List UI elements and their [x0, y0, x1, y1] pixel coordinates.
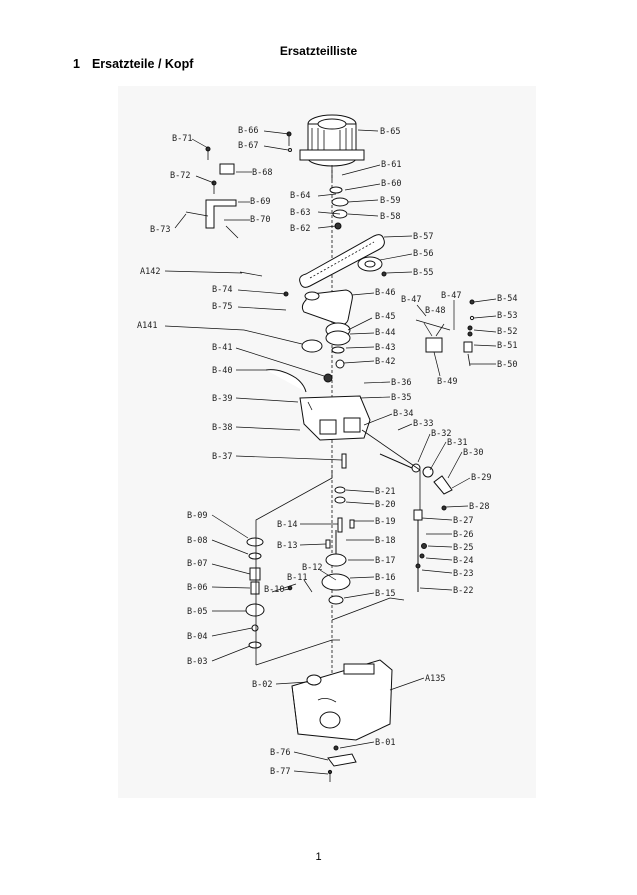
label-b55: B-55: [413, 268, 433, 278]
label-b31: B-31: [447, 438, 467, 448]
label-b06: B-06: [187, 583, 207, 593]
label-b70: B-70: [250, 215, 270, 225]
label-b72: B-72: [170, 171, 190, 181]
label-b76: B-76: [270, 748, 290, 758]
label-b01: B-01: [375, 738, 395, 748]
label-b30: B-30: [463, 448, 483, 458]
label-b36: B-36: [391, 378, 411, 388]
label-b64: B-64: [290, 191, 310, 201]
label-b52: B-52: [497, 327, 517, 337]
label-b66: B-66: [238, 126, 258, 136]
label-b39: B-39: [212, 394, 232, 404]
label-b04: B-04: [187, 632, 207, 642]
label-b61: B-61: [381, 160, 401, 170]
label-b44: B-44: [375, 328, 395, 338]
label-b73: B-73: [150, 225, 170, 235]
assembly-connectors: [255, 429, 421, 666]
switch-bracket: [185, 146, 239, 239]
label-b19: B-19: [375, 517, 395, 527]
motor-part: [299, 114, 365, 180]
label-b21: B-21: [375, 487, 395, 497]
page-number: 1: [315, 851, 322, 863]
label-b62: B-62: [290, 224, 310, 234]
label-b26: B-26: [453, 530, 473, 540]
label-b60: B-60: [381, 179, 401, 189]
label-b48: B-48: [425, 306, 445, 316]
label-b53: B-53: [497, 311, 517, 321]
label-b65: B-65: [380, 127, 400, 137]
label-b20: B-20: [375, 500, 395, 510]
label-b28: B-28: [469, 502, 489, 512]
section-title: Ersatzteile / Kopf: [91, 57, 194, 71]
label-b11: B-11: [287, 573, 307, 583]
label-b56: B-56: [413, 249, 433, 259]
label-b42: B-42: [375, 357, 395, 367]
label-b29: B-29: [471, 473, 491, 483]
label-b17: B-17: [375, 556, 395, 566]
label-a142: A142: [140, 267, 160, 277]
label-b46: B-46: [375, 288, 395, 298]
label-b77: B-77: [270, 767, 290, 777]
label-b57: B-57: [413, 232, 433, 242]
label-b09: B-09: [187, 511, 207, 521]
label-b34: B-34: [393, 409, 413, 419]
label-b12: B-12: [302, 563, 322, 573]
label-b69: B-69: [250, 197, 270, 207]
page-title: Ersatzteilliste: [279, 44, 358, 58]
label-b67: B-67: [238, 141, 258, 151]
label-b49: B-49: [437, 377, 457, 387]
label-b51: B-51: [497, 341, 517, 351]
leader-lines: [164, 129, 497, 775]
label-b13: B-13: [277, 541, 297, 551]
label-b05: B-05: [187, 607, 207, 617]
label-b58: B-58: [380, 212, 400, 222]
label-b07: B-07: [187, 559, 207, 569]
label-a135: A135: [425, 674, 445, 684]
label-b08: B-08: [187, 536, 207, 546]
belt-b57: [299, 234, 385, 288]
label-b18: B-18: [375, 536, 395, 546]
label-b14: B-14: [277, 520, 297, 530]
label-b47-left: B-47: [401, 295, 421, 305]
label-b15: B-15: [375, 589, 395, 599]
motor-arm-parts: [415, 299, 475, 367]
label-b47-right: B-47: [441, 291, 461, 301]
label-b22: B-22: [453, 586, 473, 596]
label-b71: B-71: [172, 134, 192, 144]
label-a141: A141: [137, 321, 157, 331]
label-b38: B-38: [212, 423, 232, 433]
parts-drawing: [185, 114, 475, 782]
label-b75: B-75: [212, 302, 232, 312]
label-b16: B-16: [375, 573, 395, 583]
label-b33: B-33: [413, 419, 433, 429]
label-b50: B-50: [497, 360, 517, 370]
label-b59: B-59: [380, 196, 400, 206]
label-b27: B-27: [453, 516, 473, 526]
label-b43: B-43: [375, 343, 395, 353]
left-column-parts: [245, 537, 297, 649]
label-b03: B-03: [187, 657, 207, 667]
label-b41: B-41: [212, 343, 232, 353]
section-number: 1: [73, 57, 80, 71]
label-b68: B-68: [252, 168, 272, 178]
label-b23: B-23: [453, 569, 473, 579]
label-b25: B-25: [453, 543, 473, 553]
label-b10: B-10: [264, 585, 284, 595]
head-casting: [299, 395, 371, 441]
label-b54: B-54: [497, 294, 517, 304]
label-b32: B-32: [431, 429, 451, 439]
part-labels: B-71 B-66 B-67 B-65 B-72 B-68 B-69 B-70 …: [137, 126, 517, 777]
label-b35: B-35: [391, 393, 411, 403]
label-b74: B-74: [212, 285, 232, 295]
label-b24: B-24: [453, 556, 473, 566]
label-b37: B-37: [212, 452, 232, 462]
label-b40: B-40: [212, 366, 232, 376]
label-b02: B-02: [252, 680, 272, 690]
section-heading: 1 Ersatzteile / Kopf: [73, 57, 193, 71]
label-b63: B-63: [290, 208, 310, 218]
label-b45: B-45: [375, 312, 395, 322]
